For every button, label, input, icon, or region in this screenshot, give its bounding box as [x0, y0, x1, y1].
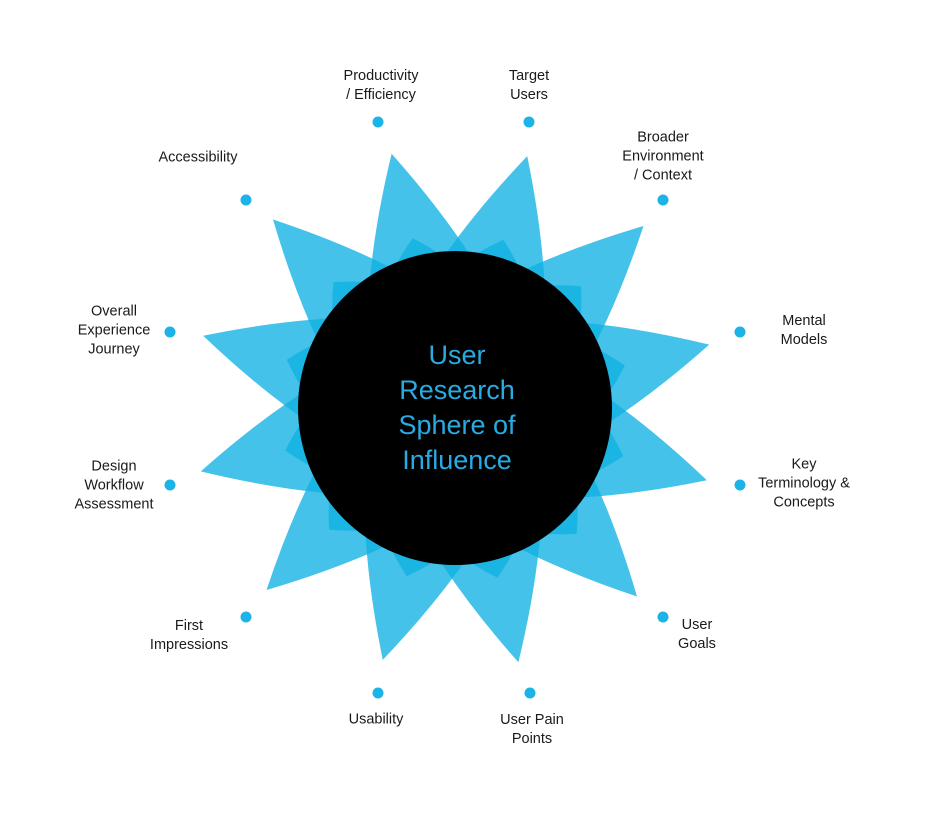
label-target-users: Target Users — [508, 68, 550, 103]
label-user-pain-points: User Pain Points — [500, 712, 564, 747]
dot-user-pain-points — [524, 687, 536, 699]
dot-design-workflow — [164, 479, 176, 491]
label-overall-experience: Overall Experience Journey — [77, 303, 151, 358]
label-broader-environment: Broader Environment / Context — [622, 129, 704, 184]
label-design-workflow: Design Workflow Assessment — [74, 458, 154, 513]
dot-first-impressions — [240, 611, 252, 623]
label-productivity: Productivity / Efficiency — [343, 68, 419, 103]
dot-broader-environment — [657, 194, 669, 206]
label-key-terminology: Key Terminology & Concepts — [758, 456, 850, 511]
factor-dots — [164, 116, 746, 699]
label-accessibility: Accessibility — [158, 149, 238, 166]
center-core — [298, 251, 612, 565]
dot-target-users — [523, 116, 535, 128]
dot-accessibility — [240, 194, 252, 206]
label-mental-models: Mental Models — [780, 313, 828, 348]
label-usability: Usability — [348, 711, 404, 728]
label-user-goals: User Goals — [678, 617, 716, 652]
dot-mental-models — [734, 326, 746, 338]
center-title: User Research Sphere of Influence — [398, 340, 516, 475]
dot-usability — [372, 687, 384, 699]
dot-user-goals — [657, 611, 669, 623]
dot-key-terminology — [734, 479, 746, 491]
dot-productivity — [372, 116, 384, 128]
label-first-impressions: First Impressions — [149, 618, 229, 653]
dot-overall-experience — [164, 326, 176, 338]
